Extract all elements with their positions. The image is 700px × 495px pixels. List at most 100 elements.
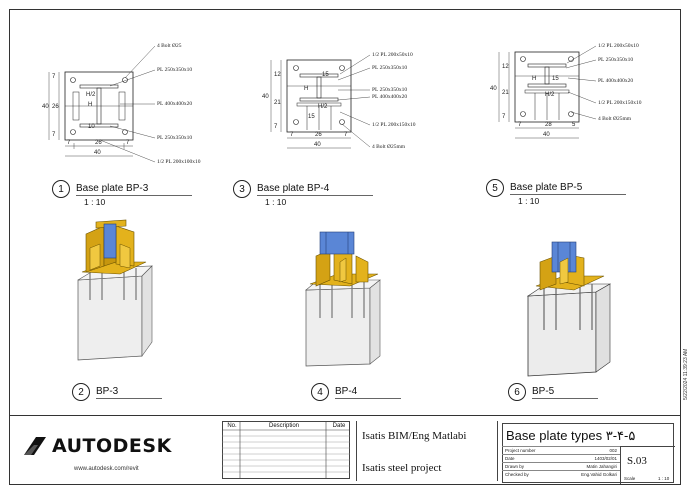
bp4-dim-ha: 12 <box>274 72 281 78</box>
bp5-dim-hb: 21 <box>502 90 509 96</box>
title-block <box>9 415 681 486</box>
bp5-dim-mid: 28 <box>545 122 552 128</box>
bp4-dim-htotal: 40 <box>262 94 269 100</box>
info-label-drawn-by: Drawn by <box>505 464 525 469</box>
bp3-dim-hbot: 7 <box>52 132 56 138</box>
view-title-1: 1 Base plate BP-3 <box>52 180 193 198</box>
info-value-date: 1403/02/01 <box>594 456 617 461</box>
bp4-plan: 7 26 7 40 12 21 7 40 H H/2 15 15 1/2 PL … <box>262 52 416 150</box>
bp4-b: 15 <box>308 114 315 120</box>
revision-table: No. Description Date <box>222 421 350 479</box>
bp4-dim-hc: 7 <box>274 124 278 130</box>
view-number-5: 5 <box>486 179 504 197</box>
view-title-text-2: BP-3 <box>96 386 163 399</box>
revision-header-description: Description <box>268 423 299 429</box>
bp3-note-pl4: 1/2 PL 200x100x10 <box>157 159 201 165</box>
bp5-h2: H/2 <box>545 92 555 98</box>
view-title-4: 4 BP-4 <box>311 383 402 401</box>
sheet-border <box>9 9 681 485</box>
sheet-number-box <box>620 446 675 484</box>
revision-grid <box>222 421 350 479</box>
bp4-dim-hb: 21 <box>274 100 281 106</box>
info-row-project-number: Project number 002 <box>502 446 620 454</box>
view-title-text-4: BP-4 <box>335 386 402 399</box>
bp4-note-5: 1/2 PL 200x150x10 <box>372 122 416 128</box>
info-row-drawn-by: Drawn by Matin Jahangiri <box>502 462 620 470</box>
logo-text: AUTODESK <box>52 435 172 457</box>
bp3-dim-right: 7 <box>126 140 130 146</box>
view-title-text-3: Base plate BP-4 <box>257 183 374 196</box>
bp3-plan: 7 26 7 40 7 26 7 40 H/2 H 10 4 Bolt Ø25 … <box>42 43 201 165</box>
bp3-note-pl2: PL 400x400x20 <box>157 101 192 107</box>
bp3-h: H <box>88 102 92 108</box>
bp3-dim-total: 40 <box>94 150 101 156</box>
bp5-h: H <box>532 76 536 82</box>
scale-value: 1 : 10 <box>658 476 670 481</box>
sheet-info-box <box>502 423 674 483</box>
info-label-project-number: Project number <box>505 448 536 453</box>
info-label-date: Date <box>505 456 515 461</box>
sheet-title: Base plate types ۳-۴-۵ <box>506 428 636 443</box>
bp5-dim-ha: 12 <box>502 64 509 70</box>
bp5-a: 15 <box>552 76 559 82</box>
bp4-dim-left: 7 <box>290 132 294 138</box>
bp5-note-4: 1/2 PL 200x150x10 <box>598 100 642 106</box>
info-value-project-number: 002 <box>609 448 617 453</box>
bp4-note-2: PL 250x350x10 <box>372 65 407 71</box>
bp3-dim-hmid: 26 <box>52 104 59 110</box>
view-title-2: 2 BP-3 <box>72 383 163 401</box>
bp3-h2: H/2 <box>86 92 96 98</box>
bp5-dim-left: 7 <box>518 122 522 128</box>
bp4-3d-view <box>305 231 381 367</box>
bp4-a: 15 <box>322 72 329 78</box>
bp3-note-pl3: PL 250x350x10 <box>157 135 192 141</box>
view-title-6: 6 BP-5 <box>508 383 599 401</box>
bp5-note-3: PL 400x400x20 <box>598 78 633 84</box>
bp5-3d-view <box>526 241 612 377</box>
view-scale-3: 1 : 10 <box>265 197 287 207</box>
bp3-tf: 10 <box>88 124 95 130</box>
project-line-1: Isatis BIM/Eng Matlabi <box>362 430 467 442</box>
bp4-note-1: 1/2 PL 200x50x10 <box>372 52 413 58</box>
bp5-dim-hc: 7 <box>502 114 506 120</box>
info-row-date: Date 1403/02/01 <box>502 454 620 462</box>
bp4-dim-right: 7 <box>344 132 348 138</box>
bp4-h: H <box>304 86 308 92</box>
bp5-note-2: PL 250x350x10 <box>598 57 633 63</box>
project-box <box>356 421 498 481</box>
bp5-dim-right: 5 <box>572 122 576 128</box>
bp3-dim-htop: 7 <box>52 74 56 80</box>
bp4-dim-mid: 26 <box>315 132 322 138</box>
info-value-checked-by: Eng.Vahid Golkari <box>581 472 617 477</box>
info-label-checked-by: Checked by <box>505 472 529 477</box>
bp5-note-1: 1/2 PL 200x50x10 <box>598 43 639 49</box>
view-title-text-5: Base plate BP-5 <box>510 182 627 195</box>
revision-header-no: No. <box>227 423 237 429</box>
bp3-dim-left: 7 <box>67 140 71 146</box>
print-timestamp: 5/22/2024 11:39:23 AM <box>683 348 689 400</box>
bp5-note-5: 4 Bolt Ø25mm <box>598 116 632 122</box>
view-number-3: 3 <box>233 180 251 198</box>
bp5-plan: 7 28 5 40 12 21 7 40 H H/2 15 1/2 PL 200… <box>490 43 642 139</box>
bp3-note-bolt: 4 Bolt Ø25 <box>157 43 182 49</box>
bp4-note-6: 4 Bolt Ø25mm <box>372 144 406 150</box>
scale-label: Scale <box>624 476 636 481</box>
autodesk-logo-icon <box>24 437 46 455</box>
logo-url[interactable]: www.autodesk.com/revit <box>74 466 139 472</box>
bp4-note-4: PL 400x400x20 <box>372 94 407 100</box>
project-line-2: Isatis steel project <box>362 462 442 474</box>
view-number-2: 2 <box>72 383 90 401</box>
bp3-dim-mid: 26 <box>95 140 102 146</box>
autodesk-logo: AUTODESK <box>24 435 172 457</box>
view-title-5: 5 Base plate BP-5 <box>486 179 627 197</box>
info-row-checked-by: Checked by Eng.Vahid Golkari <box>502 470 620 478</box>
view-scale-1: 1 : 10 <box>84 197 106 207</box>
view-number-4: 4 <box>311 383 329 401</box>
view-number-6: 6 <box>508 383 526 401</box>
sheet-number: S.03 <box>627 455 647 467</box>
info-value-drawn-by: Matin Jahangiri <box>586 464 617 469</box>
revision-header-date: Date <box>332 423 346 429</box>
bp4-dim-total: 40 <box>314 142 321 148</box>
view-scale-5: 1 : 10 <box>518 196 540 206</box>
